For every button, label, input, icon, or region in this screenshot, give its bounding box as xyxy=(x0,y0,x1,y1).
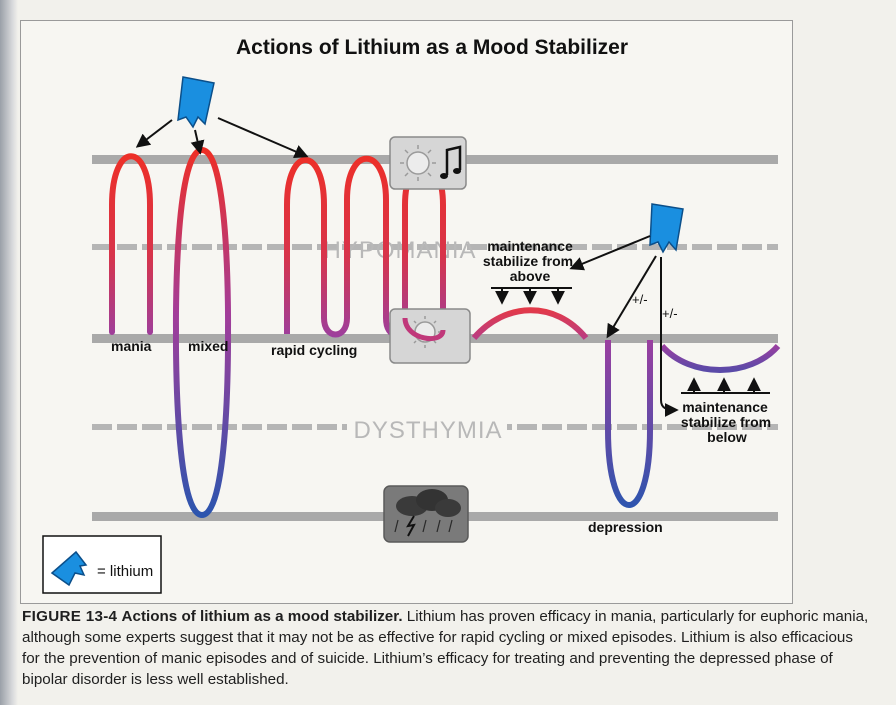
storm-cloud-icon xyxy=(383,485,469,543)
lithium-arrow-maintenance-below xyxy=(660,257,679,417)
maintenance-below-line-2: stabilize from xyxy=(681,414,771,430)
mixed-label: mixed xyxy=(188,338,228,354)
lithium-arrow-maintenance-above xyxy=(569,235,651,271)
maintenance-above-line-2: stabilize from xyxy=(483,253,573,269)
depression-label: depression xyxy=(588,519,663,535)
caption-heading: Actions of lithium as a mood stabilizer. xyxy=(121,608,403,625)
maintenance-above-label: maintenance stabilize from above xyxy=(483,238,573,284)
legend: = lithium xyxy=(42,535,162,594)
legend-lithium-icon xyxy=(50,550,88,587)
sun-icon xyxy=(389,308,471,364)
legend-text: = lithium xyxy=(97,563,153,580)
maintenance-below-wave xyxy=(659,343,781,373)
stabilize-down-arrows xyxy=(491,287,572,305)
plus-minus-label-maintenance: +/- xyxy=(662,306,678,321)
rapid-cycling-tail xyxy=(402,317,446,341)
maintenance-below-label: maintenance stabilize from below xyxy=(681,399,771,445)
lithium-arrow-mania xyxy=(135,119,173,148)
dysthymia-label-bg xyxy=(347,413,507,441)
rapid-cycling-label: rapid cycling xyxy=(271,342,357,358)
maintenance-above-line-3: above xyxy=(510,268,551,284)
maintenance-above-line-1: maintenance xyxy=(487,238,573,254)
figure-caption: FIGURE 13-4 Actions of lithium as a mood… xyxy=(22,606,872,690)
caption-body: Lithium has proven efficacy in mania, pa… xyxy=(22,608,869,688)
maintenance-above-wave xyxy=(471,307,589,340)
mania-wave xyxy=(109,153,153,335)
lithium-icon xyxy=(649,203,684,254)
page-edge xyxy=(0,0,18,705)
mania-label: mania xyxy=(111,338,152,354)
mixed-wave xyxy=(172,146,232,519)
lithium-arrow-rapid xyxy=(217,117,309,158)
maintenance-below-line-1: maintenance xyxy=(682,399,768,415)
plus-minus-label-depression: +/- xyxy=(632,292,648,307)
depression-wave xyxy=(605,340,653,508)
lithium-arrow-depression xyxy=(606,255,657,339)
figure-label: FIGURE 13-4 xyxy=(22,608,118,625)
stabilize-up-arrows xyxy=(681,377,770,394)
sun-music-icon xyxy=(389,136,467,190)
diagram-title: Actions of Lithium as a Mood Stabilizer xyxy=(236,36,628,59)
lithium-arrow-mixed xyxy=(190,129,205,155)
lithium-icon xyxy=(177,76,215,129)
dysthymia-label: DYSTHYMIA xyxy=(353,417,502,444)
maintenance-below-line-3: below xyxy=(707,429,747,445)
